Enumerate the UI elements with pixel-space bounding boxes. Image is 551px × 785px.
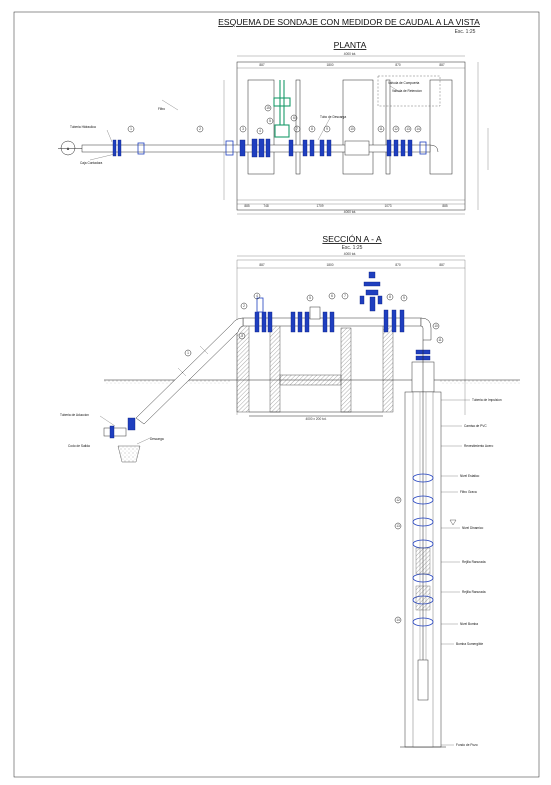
plan-balloon-9: 9 bbox=[326, 127, 328, 131]
plan-dim-bot-3: 1709 bbox=[316, 204, 323, 208]
drawing-scale: Esc. 1:25 bbox=[455, 29, 476, 35]
plan-balloon-11: 11 bbox=[379, 127, 383, 131]
plan-balloon-10: 10 bbox=[350, 127, 354, 131]
section-balloon-2: 2 bbox=[243, 304, 245, 308]
section-right-label-6: Nivel Dinamico bbox=[462, 526, 483, 530]
plan-dim-top-3: 870 bbox=[395, 63, 401, 67]
plan-dim-bot-1: 885 bbox=[244, 204, 250, 208]
plan-balloon-3: 3 bbox=[242, 127, 244, 131]
plan-dim-bot-4: 1073 bbox=[384, 204, 391, 208]
section-left-callout-1: Tuberia de Aduccion bbox=[60, 413, 89, 417]
well-casing-rings bbox=[412, 473, 434, 701]
plan-dim-bot-5: 885 bbox=[442, 204, 448, 208]
section-balloon-6: 6 bbox=[331, 294, 333, 298]
section-right-label-8: Rejilla Ranurada bbox=[462, 590, 486, 594]
section-left-callout-3: Descarga bbox=[150, 437, 164, 441]
section-dim-bottom: 4000 x 200 tot. bbox=[305, 417, 326, 421]
plan-callout-4: Valvula de Retencion bbox=[392, 89, 422, 93]
section-right-label-9: Nivel Bomba bbox=[460, 622, 478, 626]
plan-callouts: Tuberia Hidraulica Caja Contadora Valvul… bbox=[70, 81, 422, 165]
section-right-label-3: Revestimiento Acero bbox=[464, 444, 493, 448]
plan-balloon-6: 6 bbox=[293, 116, 295, 120]
plan-balloon-5: 5 bbox=[269, 119, 271, 123]
plan-dim-total-bottom: 4000 tot. bbox=[344, 210, 357, 214]
section-balloon-7: 7 bbox=[344, 294, 346, 298]
section-balloon-12: 12 bbox=[396, 498, 400, 502]
plan-balloon-15: 15 bbox=[266, 106, 270, 110]
plan-dim-top-1: 887 bbox=[259, 63, 265, 67]
plan-callout-1: Tuberia Hidraulica bbox=[70, 125, 96, 129]
section-scale: Esc. 1:25 bbox=[342, 245, 363, 251]
sheet-border bbox=[13, 11, 540, 778]
plan-balloons: 1 2 3 4 5 6 7 8 9 10 11 12 13 14 15 bbox=[127, 104, 422, 135]
section-right-label-5: Filtro Grava bbox=[460, 490, 477, 494]
section-left-callouts: Tuberia de Aduccion Codo de Salida Desca… bbox=[60, 413, 164, 448]
section-left-callout-2: Codo de Salida bbox=[68, 444, 90, 448]
section-dim-top-4: 887 bbox=[439, 263, 445, 267]
plan-dim-bot-2: 748 bbox=[263, 204, 269, 208]
plan-dim-top-2: 1800 bbox=[326, 63, 333, 67]
section-balloon-5: 5 bbox=[309, 296, 311, 300]
plan-callout-3: Valvula de Compuerta bbox=[388, 81, 420, 85]
section-right-label-11: Fondo de Pozo bbox=[456, 743, 478, 747]
plan-dim-total-top: 4000 tot. bbox=[344, 52, 357, 56]
section-right-labels: Tuberia de Impulsion Camisa de PVC Reves… bbox=[441, 398, 502, 747]
plan-balloon-1: 1 bbox=[130, 127, 132, 131]
section-balloon-3: 3 bbox=[241, 334, 243, 338]
plan-balloon-12: 12 bbox=[394, 127, 398, 131]
section-view: 4000 tot. 887 1800 870 887 4000 x 200 to… bbox=[60, 252, 520, 748]
section-balloon-10: 10 bbox=[434, 324, 438, 328]
plan-balloon-4: 4 bbox=[259, 129, 261, 133]
plan-callout-2: Caja Contadora bbox=[80, 161, 103, 165]
plan-callout-5: Tubo de Descarga bbox=[320, 115, 346, 119]
section-right-label-2: Camisa de PVC bbox=[464, 424, 487, 428]
drawing-title: ESQUEMA DE SONDAJE CON MEDIDOR DE CAUDAL… bbox=[218, 17, 480, 27]
plan-fittings bbox=[112, 138, 427, 158]
section-dim-top-3: 870 bbox=[395, 263, 401, 267]
section-dim-total-top: 4000 tot. bbox=[344, 252, 357, 256]
section-right-label-7: Rejilla Ranurada bbox=[462, 560, 486, 564]
section-title: SECCIÓN A - A bbox=[322, 234, 381, 244]
plan-balloon-7: 7 bbox=[296, 127, 298, 131]
plan-title: PLANTA bbox=[334, 40, 367, 50]
section-balloon-4: 4 bbox=[256, 294, 258, 298]
plan-balloon-8: 8 bbox=[311, 127, 313, 131]
section-dim-top-2: 1800 bbox=[326, 263, 333, 267]
plan-callout-6: Filtro bbox=[158, 107, 165, 111]
section-marker-a bbox=[60, 140, 76, 156]
section-right-label-10: Bomba Sumergible bbox=[456, 642, 483, 646]
section-balloon-9: 9 bbox=[403, 296, 405, 300]
section-marker-a-label: A bbox=[67, 147, 70, 151]
section-balloon-13: 13 bbox=[396, 524, 400, 528]
section-balloon-8: 8 bbox=[389, 295, 391, 299]
plan-dim-top-4: 887 bbox=[439, 63, 445, 67]
section-balloon-11: 11 bbox=[438, 338, 442, 342]
plan-balloon-13: 13 bbox=[406, 127, 410, 131]
section-right-label-4: Nivel Estatico bbox=[460, 474, 480, 478]
plan-balloon-2: 2 bbox=[199, 127, 201, 131]
plan-view: 4000 tot. 887 1800 870 887 885 748 1709 … bbox=[58, 52, 489, 215]
section-balloon-1: 1 bbox=[187, 351, 189, 355]
section-right-label-1: Tuberia de Impulsion bbox=[472, 398, 502, 402]
section-dim-top-1: 887 bbox=[259, 263, 265, 267]
plan-balloon-14: 14 bbox=[416, 127, 420, 131]
section-balloon-14: 14 bbox=[396, 618, 400, 622]
section-balloons: 1 2 3 4 5 6 7 8 9 10 11 12 13 14 bbox=[184, 292, 444, 624]
